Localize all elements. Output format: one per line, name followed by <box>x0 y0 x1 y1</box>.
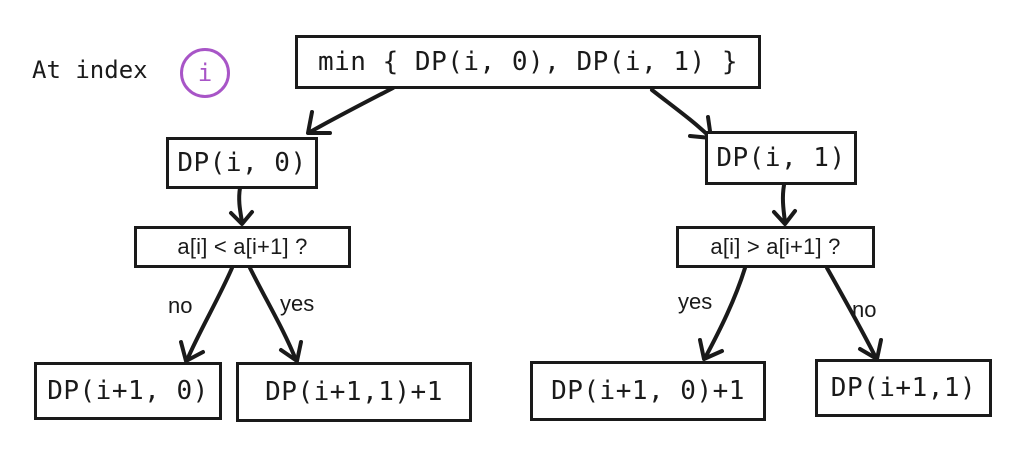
right-node-text: DP(i, 1) <box>716 143 846 173</box>
arrow-root-to-left <box>308 86 395 134</box>
left-node: DP(i, 0) <box>166 137 318 189</box>
left-condition: a[i] < a[i+1] ? <box>134 226 351 268</box>
right-condition-text: a[i] > a[i+1] ? <box>710 234 841 259</box>
arrowhead-right-cond-to-yes <box>698 338 724 361</box>
left-node-text: DP(i, 0) <box>177 148 307 178</box>
right-result-yes-text: DP(i+1, 0)+1 <box>551 376 745 406</box>
arrow-left-cond-to-no <box>185 266 234 362</box>
left-branch-yes-label: yes <box>280 291 315 316</box>
arrow-root-to-right <box>650 88 712 139</box>
arrowhead-right-node-to-condition <box>772 209 797 226</box>
left-condition-text: a[i] < a[i+1] ? <box>177 234 308 259</box>
left-result-no: DP(i+1, 0) <box>34 362 222 420</box>
arrowhead-left-node-to-condition <box>229 210 254 226</box>
arrowhead-root-to-left <box>306 110 332 135</box>
right-result-no-text: DP(i+1,1) <box>830 373 977 403</box>
header-label: At index <box>32 56 148 84</box>
arrow-right-node-to-condition <box>780 183 787 224</box>
arrow-left-node-to-condition <box>237 186 244 224</box>
right-branch-yes-label: yes <box>678 289 713 314</box>
arrow-right-cond-to-yes <box>703 266 747 360</box>
right-condition: a[i] > a[i+1] ? <box>676 226 875 268</box>
arrowhead-left-cond-to-yes <box>279 340 303 363</box>
index-i-circle-icon: i <box>180 48 230 98</box>
right-node: DP(i, 1) <box>705 131 857 185</box>
root-node-text: min { DP(i, 0), DP(i, 1) } <box>318 47 738 77</box>
right-result-yes: DP(i+1, 0)+1 <box>530 361 766 421</box>
left-result-yes-text: DP(i+1,1)+1 <box>265 377 443 407</box>
right-result-no: DP(i+1,1) <box>815 359 992 417</box>
arrow-right-cond-to-no <box>825 266 878 360</box>
right-branch-no-label: no <box>852 297 877 322</box>
left-branch-no-label: no <box>168 293 193 318</box>
arrow-left-cond-to-yes <box>248 266 298 362</box>
left-result-yes: DP(i+1,1)+1 <box>236 362 472 422</box>
left-result-no-text: DP(i+1, 0) <box>47 376 209 406</box>
arrowhead-left-cond-to-no <box>179 340 205 363</box>
index-symbol: i <box>197 59 213 87</box>
root-node: min { DP(i, 0), DP(i, 1) } <box>295 35 761 89</box>
